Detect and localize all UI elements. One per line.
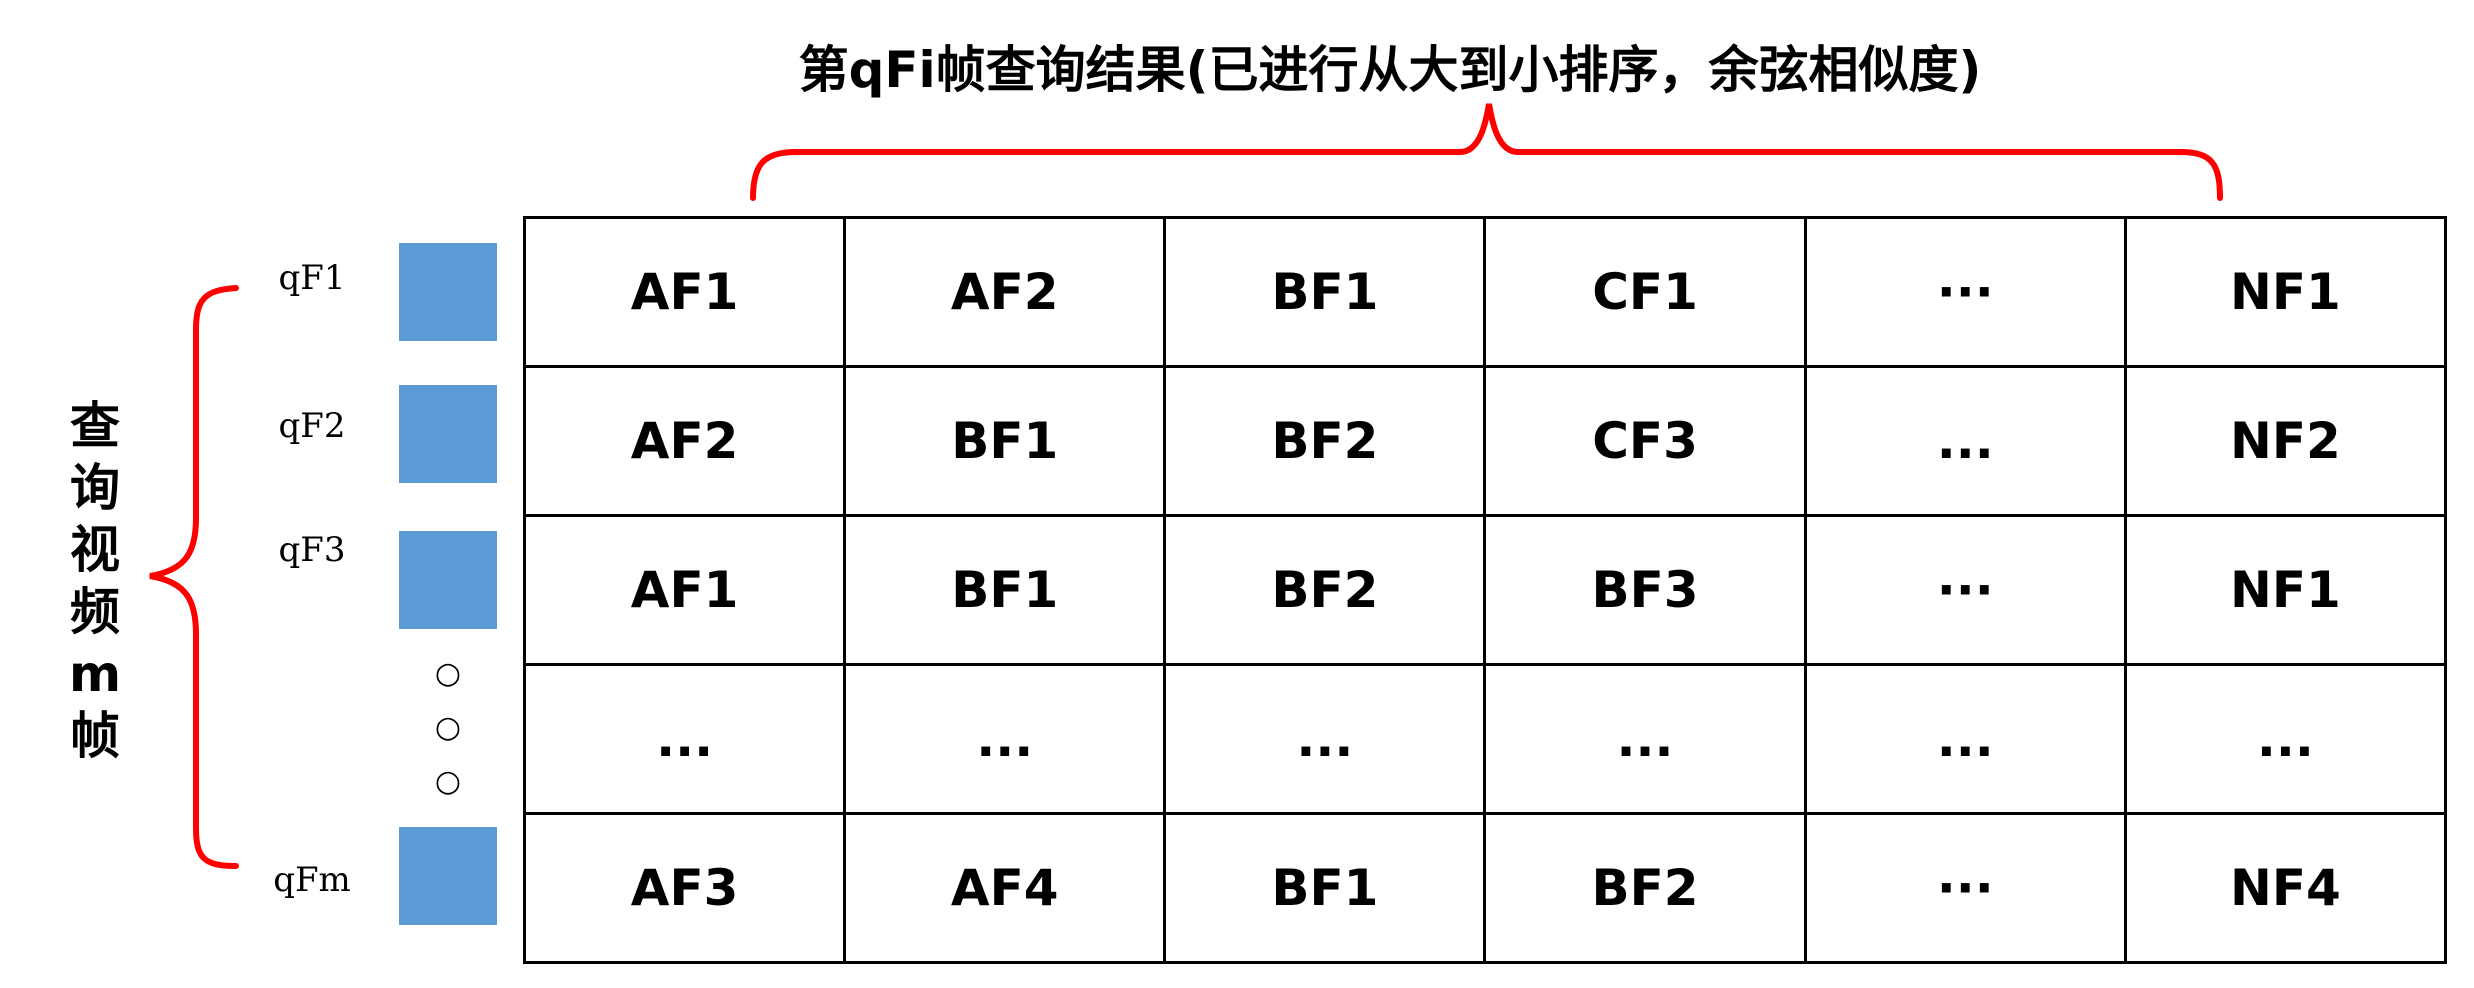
table-cell: NF1 [2123, 514, 2448, 666]
table-cell: AF2 [522, 365, 847, 517]
table-row: AF3 AF4 BF1 BF2 ··· NF4 [522, 812, 2448, 964]
frame-label-qfm: qFm [273, 860, 351, 900]
table-cell: NF4 [2123, 812, 2448, 964]
side-label-char-6: 帧 [70, 707, 120, 765]
side-label-char-2: 询 [70, 459, 120, 517]
frame-box-qf2 [399, 385, 497, 483]
table-row: ... ... ... ... ... ... [522, 663, 2448, 815]
table-cell: BF1 [843, 514, 1167, 666]
table-cell: ... [1483, 663, 1807, 815]
left-brace [149, 285, 239, 869]
table-row: AF2 BF1 BF2 CF3 ... NF2 [522, 365, 2448, 517]
frame-label-qf1: qF1 [278, 258, 346, 298]
table-cell: BF2 [1483, 812, 1807, 964]
table-row: AF1 BF1 BF2 BF3 ··· NF1 [522, 514, 2448, 666]
table-cell: ... [522, 663, 847, 815]
vertical-ellipsis-dot-3: ○ [434, 764, 462, 799]
table-cell: AF1 [522, 514, 847, 666]
table-cell: ... [1803, 663, 2127, 815]
table-row: AF1 AF2 BF1 CF1 ··· NF1 [522, 216, 2448, 368]
vertical-ellipsis-dot-2: ○ [434, 710, 462, 745]
table-cell: BF2 [1163, 365, 1487, 517]
vertical-ellipsis-dot-1: ○ [434, 656, 462, 691]
frame-box-qf3 [399, 531, 497, 629]
table-cell: CF3 [1483, 365, 1807, 517]
table-cell: ··· [1803, 216, 2127, 368]
table-cell: BF1 [1163, 216, 1487, 368]
table-cell: AF1 [522, 216, 847, 368]
table-cell: AF2 [843, 216, 1167, 368]
table-cell: ··· [1803, 514, 2127, 666]
table-cell: AF4 [843, 812, 1167, 964]
frame-label-qf3: qF3 [278, 530, 346, 570]
frame-label-qf2: qF2 [278, 406, 346, 446]
table-cell: BF1 [843, 365, 1167, 517]
table-cell: ... [1803, 365, 2127, 517]
table-cell: BF2 [1163, 514, 1487, 666]
diagram-title: 第qFi帧查询结果(已进行从大到小排序，余弦相似度) [798, 41, 1982, 99]
table-cell: NF1 [2123, 216, 2448, 368]
side-label-char-1: 查 [70, 397, 120, 455]
table-cell: ... [2123, 663, 2448, 815]
table-cell: CF1 [1483, 216, 1807, 368]
table-cell: AF3 [522, 812, 847, 964]
top-brace [750, 103, 2223, 201]
results-table: AF1 AF2 BF1 CF1 ··· NF1 AF2 BF1 BF2 CF3 … [522, 216, 2448, 964]
table-cell: NF2 [2123, 365, 2448, 517]
side-label-char-5: m [68, 645, 122, 703]
table-cell: BF3 [1483, 514, 1807, 666]
table-cell: BF1 [1163, 812, 1487, 964]
table-cell: ... [1163, 663, 1487, 815]
table-cell: ... [843, 663, 1167, 815]
table-cell: ··· [1803, 812, 2127, 964]
frame-box-qfm [399, 827, 497, 925]
side-label-char-3: 视 [70, 521, 120, 579]
side-label-char-4: 频 [70, 583, 120, 641]
frame-box-qf1 [399, 243, 497, 341]
